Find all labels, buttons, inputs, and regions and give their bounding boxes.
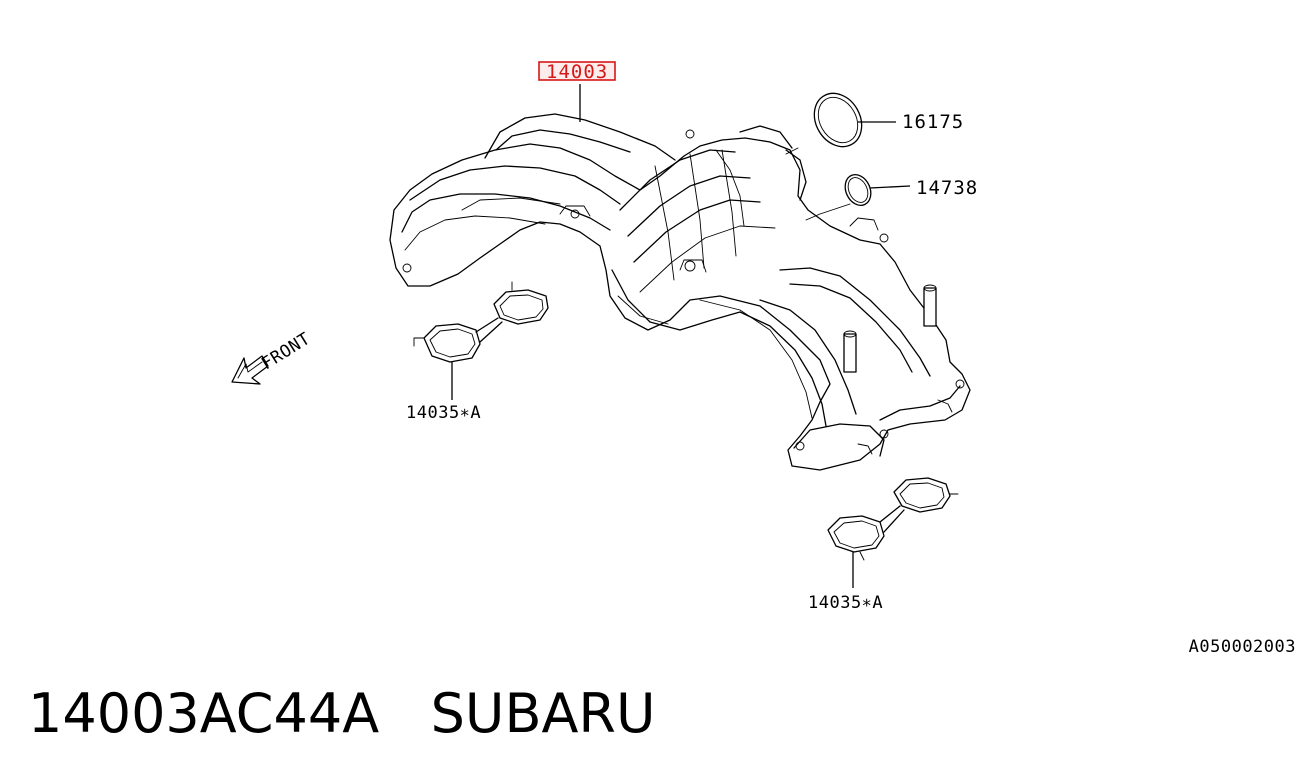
callout-label-16175: 16175 — [902, 111, 964, 133]
part-title: 14003AC44A SUBARU — [28, 682, 655, 745]
parts-diagram: 14003 16175 14738 14035∗A — [231, 61, 1296, 657]
part-number: 14003AC44A — [28, 682, 380, 745]
manifold-gasket-right[interactable]: 14035∗A — [808, 477, 959, 613]
callout-label-14738: 14738 — [916, 177, 978, 199]
gasket-14738[interactable]: 14738 — [805, 170, 978, 221]
intake-manifold-illustration[interactable] — [389, 113, 971, 471]
callout-label-14003: 14003 — [546, 61, 608, 83]
callout-label-14035-right: 14035∗A — [808, 593, 883, 613]
gasket-16175[interactable]: 16175 — [785, 85, 964, 155]
title-spacer — [379, 682, 431, 745]
front-direction-arrow: FRONT — [231, 329, 314, 385]
callout-label-14035-left: 14035∗A — [406, 403, 481, 423]
front-label: FRONT — [258, 329, 314, 374]
callout-14003[interactable]: 14003 — [538, 61, 616, 122]
front-arrow-icon — [231, 355, 269, 385]
brand-name: SUBARU — [430, 682, 656, 745]
manifold-gasket-left[interactable]: 14035∗A — [406, 281, 549, 423]
leader-line-14738 — [869, 185, 911, 189]
callout-highlight-box — [538, 61, 616, 81]
diagram-reference-code: A050002003 — [1189, 637, 1296, 657]
